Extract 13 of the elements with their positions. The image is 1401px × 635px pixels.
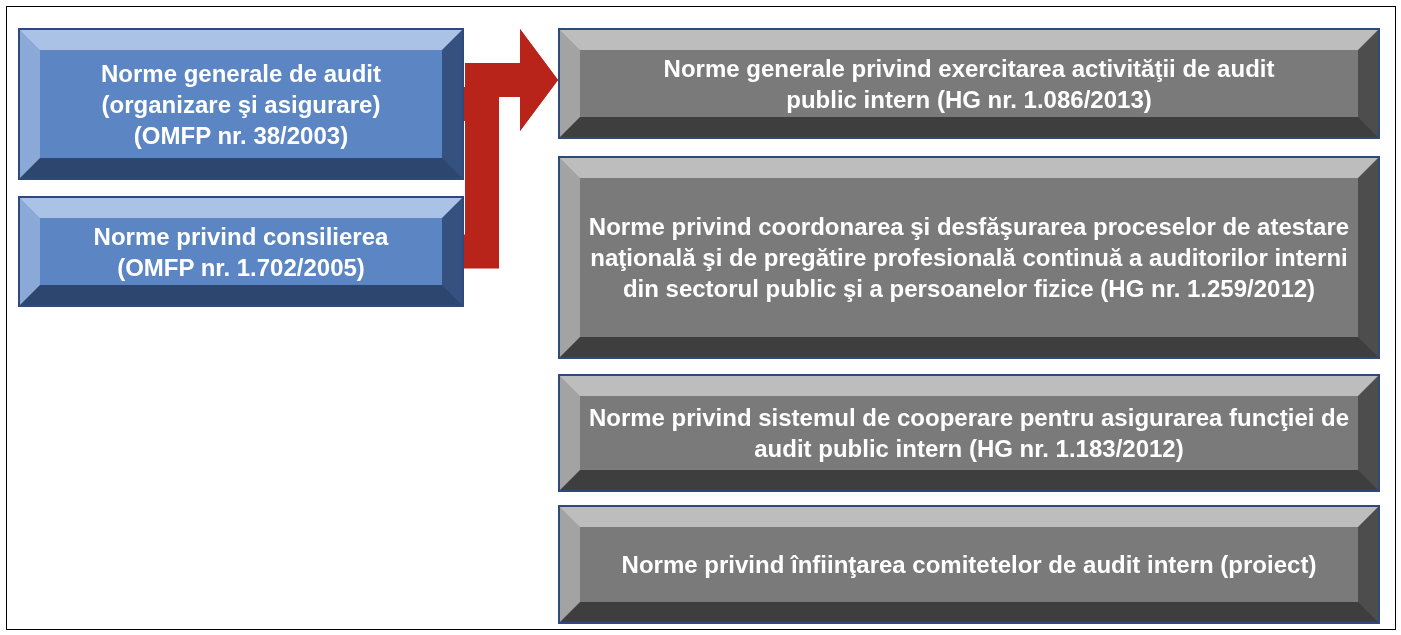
box-text: Norme generale de audit (organizare şi asigurare) (OMFP nr. 38/2003) [99,58,383,151]
bevel-box [560,507,1378,622]
bevel-box [560,376,1378,490]
bevel-box [560,30,1378,137]
box-text: Norme privind sistemul de cooperare pentru asigurarea funcţiei de audit public intern (HG nr. 1.183/2012) [587,403,1351,464]
arrow [462,29,558,269]
bevel-box [20,30,462,178]
box-text: Norme privind consilierea (OMFP nr. 1.702/2005) [92,221,390,283]
box-text: Norme privind coordonarea şi desfăşurarea proceselor de atestare naţională şi de pregătire profesională continuă a auditorilor interni din sectorul public şi a persoanelor fizice (HG nr. 1.259/2012) [587,212,1351,304]
box-text: Norme privind înfiinţarea comitetelor de audit intern (proiect) [621,550,1317,580]
box-text: Norme generale privind exercitarea activităţii de audit public intern (HG nr. 1.086/2013) [662,53,1276,115]
bevel-box [20,198,462,305]
bevel-box [560,158,1378,357]
